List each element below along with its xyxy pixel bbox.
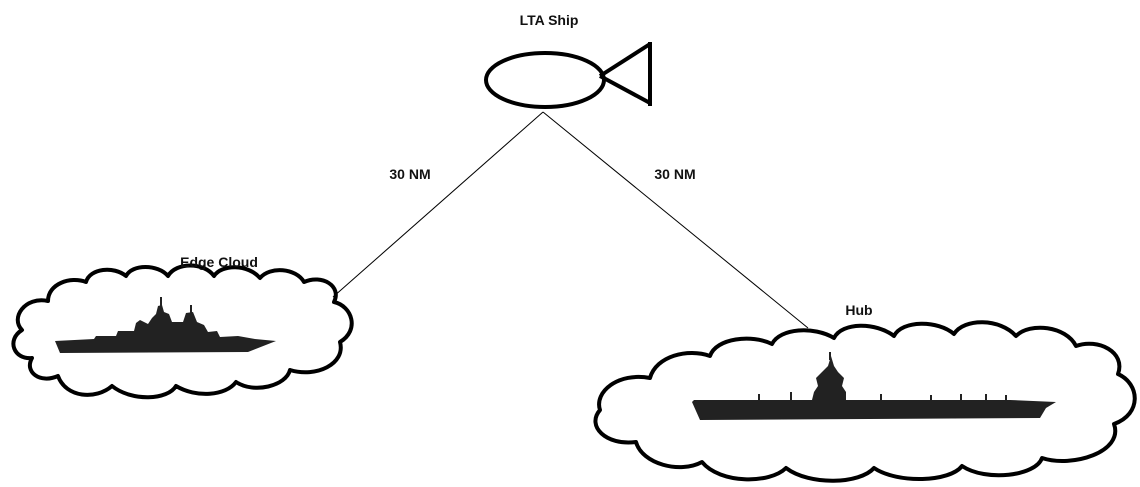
lta-ship-label: LTA Ship (519, 12, 579, 28)
hub-cloud-shape (593, 320, 1137, 483)
link-lta-to-hub (542, 111, 809, 329)
link-lta-to-edge (332, 111, 544, 298)
edge-cloud-shape (11, 263, 354, 400)
hub-label: Hub (845, 302, 873, 318)
blimp-icon (484, 42, 652, 109)
edge-cloud-label: Edge Cloud (180, 254, 258, 270)
link-hub-distance-label: 30 NM (654, 166, 696, 182)
aircraft-carrier-icon (692, 352, 1056, 420)
cruiser-warship-icon (55, 297, 276, 353)
link-edge-distance-label: 30 NM (389, 166, 431, 182)
